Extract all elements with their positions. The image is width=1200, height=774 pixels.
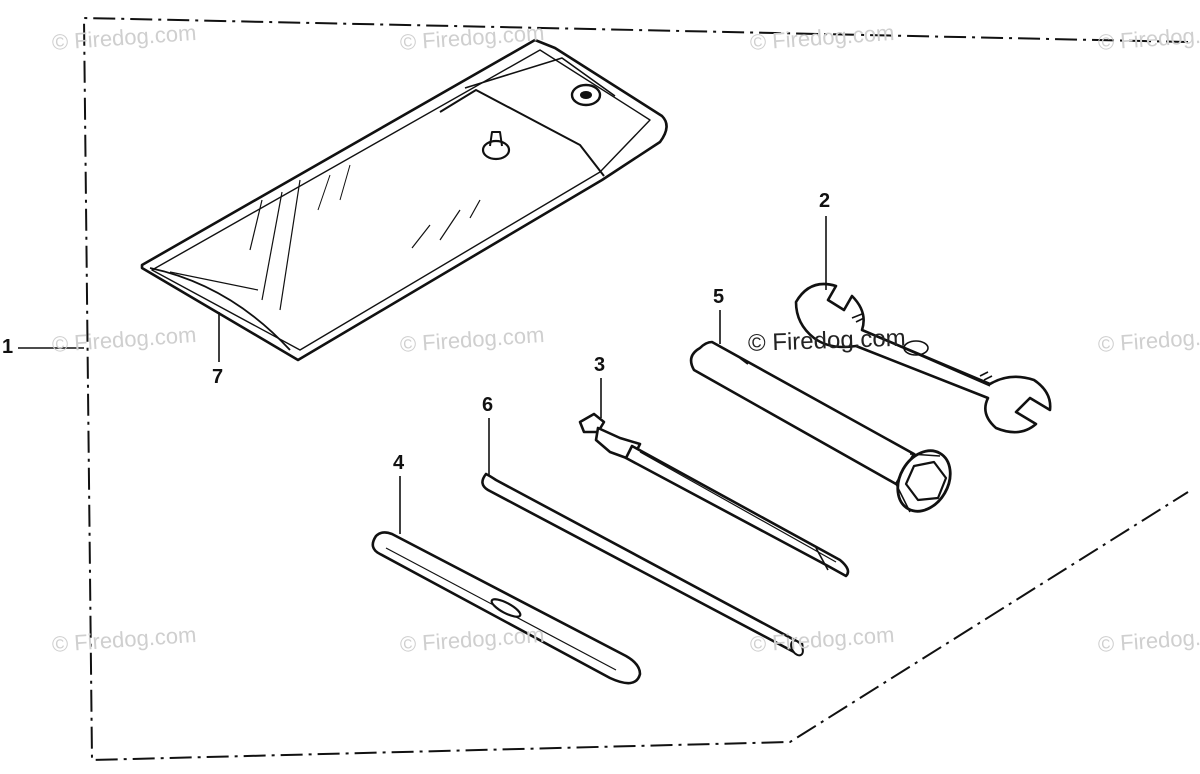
tool-bag: [140, 38, 668, 362]
plug-wrench: [689, 340, 952, 513]
callout-1: 1: [2, 336, 14, 358]
flat-lever: [371, 531, 642, 685]
callout-4: 4: [393, 452, 405, 474]
callout-7: 7: [212, 366, 224, 388]
open-end-wrench: [794, 282, 1052, 434]
callout-3: 3: [594, 354, 606, 376]
callout-5: 5: [713, 286, 725, 308]
handle-bar: [481, 472, 804, 657]
callout-2: 2: [819, 190, 831, 212]
callout-6: 6: [482, 394, 494, 416]
watermark-text: © Firedog.com: [747, 324, 907, 357]
screwdriver: [578, 412, 850, 578]
diagram-boundary: [82, 16, 1189, 762]
